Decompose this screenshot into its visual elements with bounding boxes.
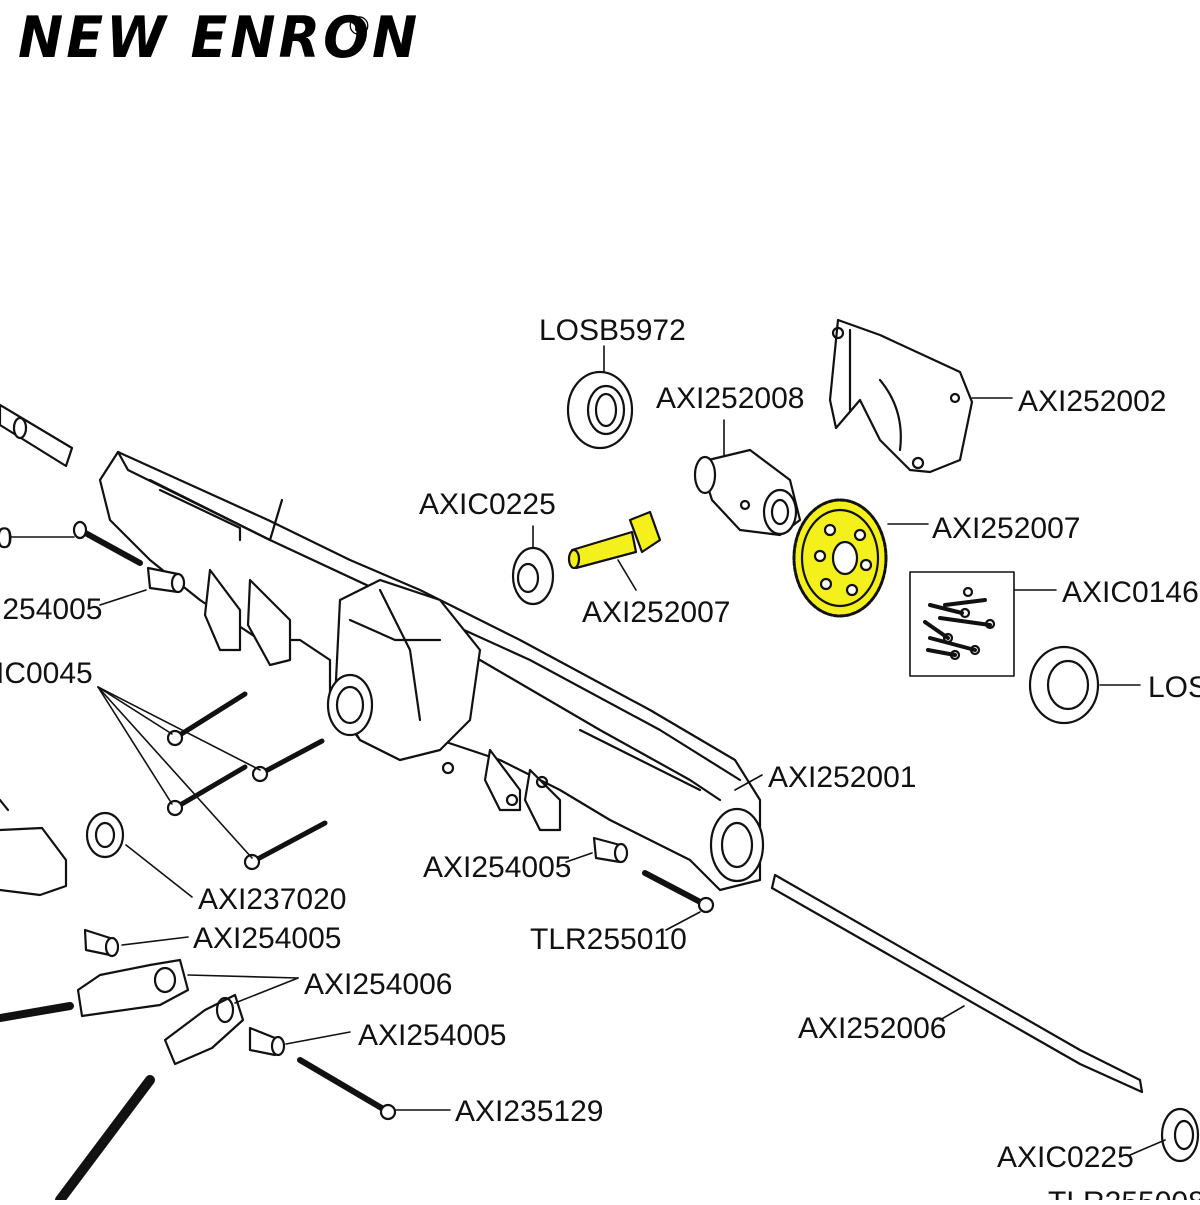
registered-mark: ® (346, 12, 372, 42)
screws-axic0146-part (909, 571, 1015, 677)
bearing-axic0225-upper-part (511, 546, 555, 606)
ring-gear-highlighted-part (792, 498, 888, 618)
label-axi235129: AXI235129 (455, 1095, 603, 1128)
label-axi237020: AXI237020 (198, 883, 346, 916)
pinion-gear-highlighted-part (567, 510, 662, 570)
label-axi254005-low: AXI254005 (358, 1019, 506, 1052)
label-losb5972: LOSB5972 (539, 314, 686, 347)
label-axi252007-ring-gear: AXI252007 (932, 512, 1080, 545)
bearing-losb5972-part (566, 370, 634, 450)
label-axi254005-left: AXI254005 (193, 922, 341, 955)
label-axi252007-pinion: AXI252007 (582, 596, 730, 629)
left-hardware-parts (0, 520, 328, 897)
label-cut-zero: 0 (0, 522, 13, 555)
label-los: LOS (1148, 671, 1200, 704)
brand-logo: NEW ENRON (18, 4, 421, 71)
bearing-los-right-part (1028, 645, 1100, 725)
label-axi254005-mid: AXI254005 (423, 851, 571, 884)
label-axi252001: AXI252001 (768, 761, 916, 794)
label-axi252002: AXI252002 (1018, 385, 1166, 418)
label-axi254006: AXI254006 (304, 968, 452, 1001)
lower-hardware-parts (0, 836, 1200, 1205)
label-axi252006: AXI252006 (798, 1012, 946, 1045)
label-tlr255010: TLR255010 (530, 923, 687, 956)
label-axic0225-upper: AXIC0225 (419, 488, 556, 521)
axle-housing-part (98, 450, 765, 892)
label-axic0146: AXIC0146 (1062, 576, 1199, 609)
leader-lines (9, 345, 1166, 1156)
diff-cover-part (828, 318, 974, 474)
label-ic0045-cut: IC0045 (0, 657, 93, 690)
differential-case-part (693, 448, 802, 537)
part-labels: LOSB5972 AXI252008 AXI252002 AXIC0225 AX… (0, 314, 1200, 1205)
label-tlr255008-cut: TLR255008 (1048, 1186, 1200, 1200)
label-axic0225-lower: AXIC0225 (997, 1141, 1134, 1174)
label-axi252008: AXI252008 (656, 382, 804, 415)
label-i254005-cut: I254005 (0, 593, 102, 626)
left-axle-shaft-part (0, 403, 74, 468)
